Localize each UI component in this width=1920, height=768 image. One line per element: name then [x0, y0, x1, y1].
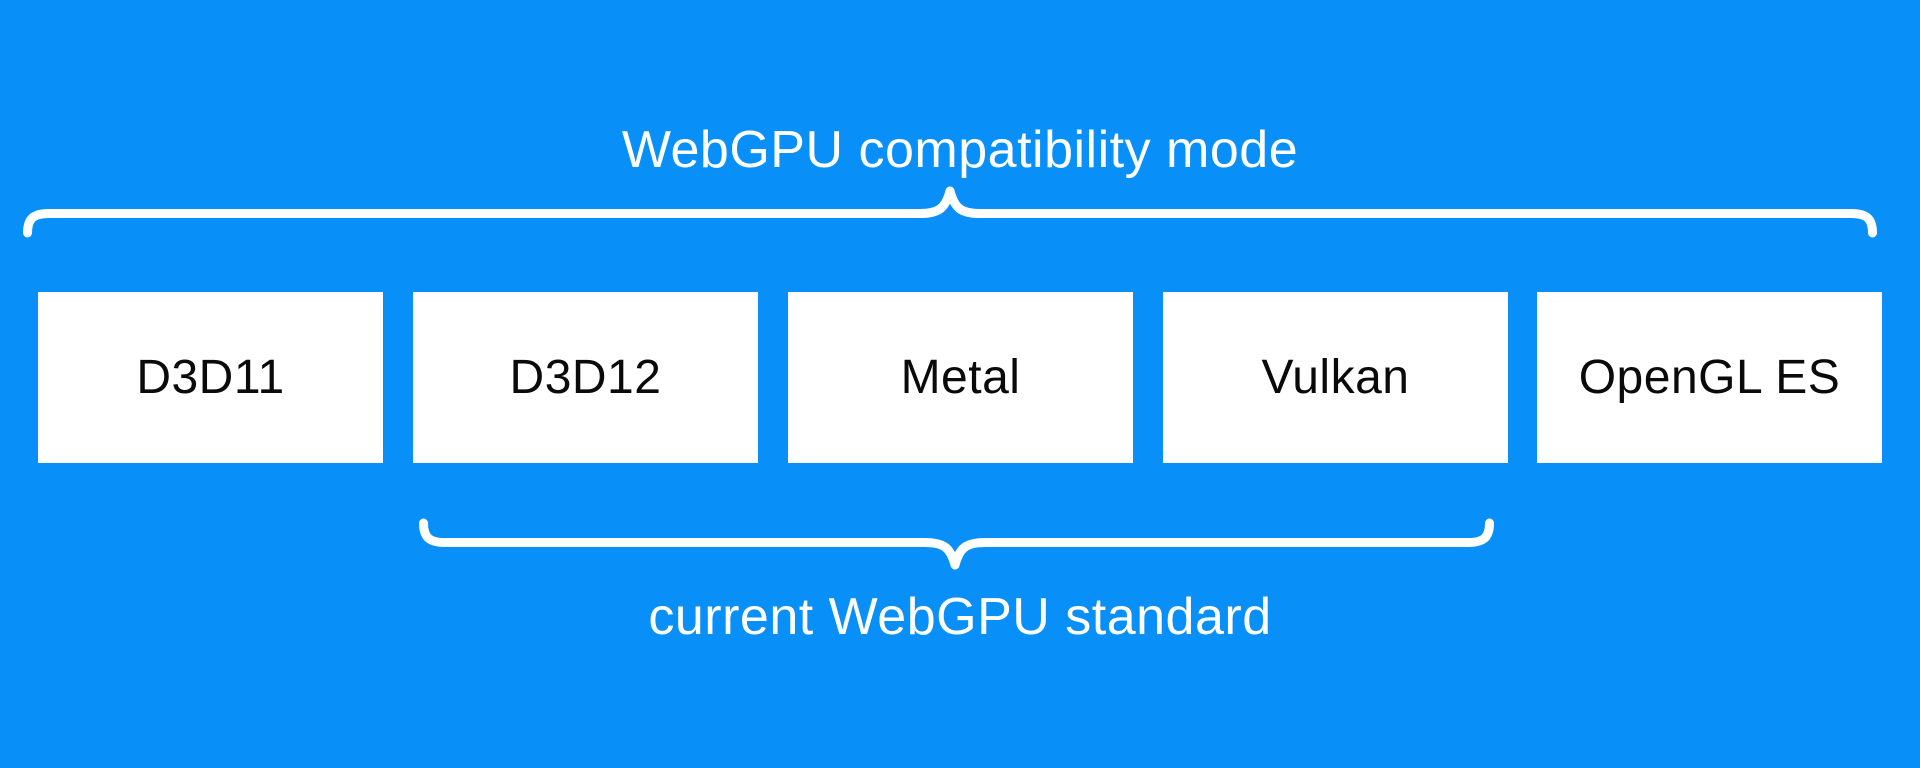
- api-box-label: Vulkan: [1261, 351, 1410, 404]
- api-box-vulkan: Vulkan: [1163, 292, 1508, 463]
- api-box-d3d11: D3D11: [38, 292, 383, 463]
- api-box-opengl-es: OpenGL ES: [1537, 292, 1882, 463]
- api-box-label: D3D11: [136, 351, 285, 404]
- api-box-d3d12: D3D12: [413, 292, 758, 463]
- top-brace: [23, 186, 1877, 238]
- bottom-brace: [419, 518, 1494, 570]
- api-box-label: D3D12: [509, 351, 662, 404]
- api-box-metal: Metal: [788, 292, 1133, 463]
- top-brace-label: WebGPU compatibility mode: [621, 121, 1299, 179]
- bottom-brace-label: current WebGPU standard: [648, 588, 1272, 646]
- api-box-label: Metal: [900, 351, 1021, 404]
- api-box-label: OpenGL ES: [1578, 351, 1841, 404]
